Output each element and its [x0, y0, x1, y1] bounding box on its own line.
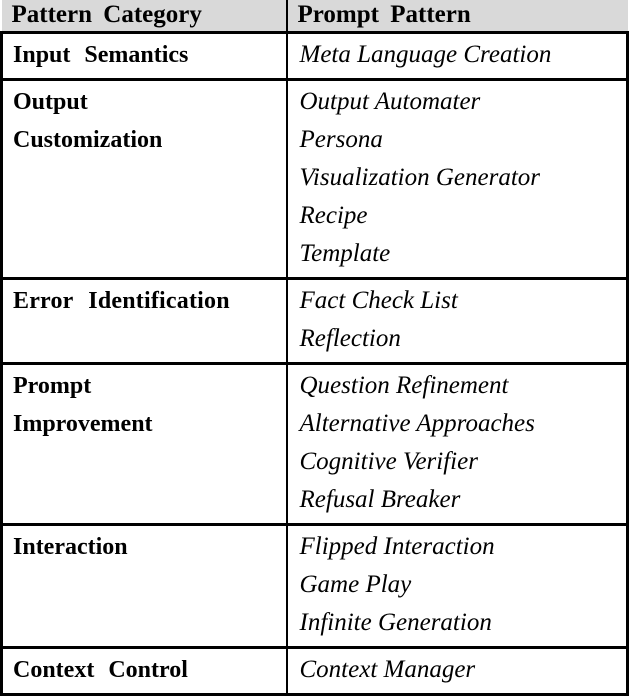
pattern-name: Recipe [299, 202, 368, 229]
category-cell: Input Semantics [0, 32, 288, 80]
pattern-name: Fact Check List [299, 287, 458, 314]
category-label-line: Error Identification [13, 288, 230, 314]
pattern-name: Persona [299, 126, 383, 153]
pattern-name: Flipped Interaction [299, 533, 495, 560]
category-label-line: Prompt [13, 373, 92, 399]
pattern-cell: Context Manager [286, 647, 629, 695]
pattern-cell: Meta Language Creation [286, 32, 629, 80]
pattern-name: Game Play [299, 571, 412, 598]
pattern-name: Reflection [299, 325, 401, 352]
category-label-line: Interaction [13, 534, 128, 560]
category-label-line: Output [13, 89, 88, 115]
category-cell: Interaction [0, 524, 288, 648]
table-header: Pattern Category Prompt Pattern [1, 0, 628, 33]
pattern-name: Template [299, 240, 391, 267]
table-row: Context Control Context Manager [0, 647, 629, 695]
category-label-line: Improvement [13, 411, 153, 437]
pattern-name: Output Automater [299, 88, 481, 115]
pattern-name: Alternative Approaches [299, 410, 535, 437]
category-label-line: Input Semantics [13, 42, 189, 68]
pattern-name: Cognitive Verifier [299, 448, 478, 475]
pattern-name: Context Manager [299, 656, 476, 683]
category-cell: Context Control [0, 647, 288, 695]
pattern-name: Refusal Breaker [299, 486, 461, 513]
pattern-name: Question Refinement [299, 372, 509, 399]
pattern-name: Visualization Generator [299, 164, 541, 191]
pattern-name: Infinite Generation [299, 609, 492, 636]
category-cell: Error Identification [0, 278, 288, 364]
category-label-line: Customization [13, 127, 163, 153]
table-row: Input Semantics Meta Language Creation [0, 32, 629, 80]
table-header-row: Pattern Category Prompt Pattern [1, 0, 628, 33]
column-header-pattern-category: Pattern Category [11, 1, 202, 28]
pattern-name: Meta Language Creation [299, 41, 552, 68]
column-header-prompt-pattern: Prompt Pattern [285, 0, 628, 33]
category-label-line: Context Control [13, 657, 188, 683]
